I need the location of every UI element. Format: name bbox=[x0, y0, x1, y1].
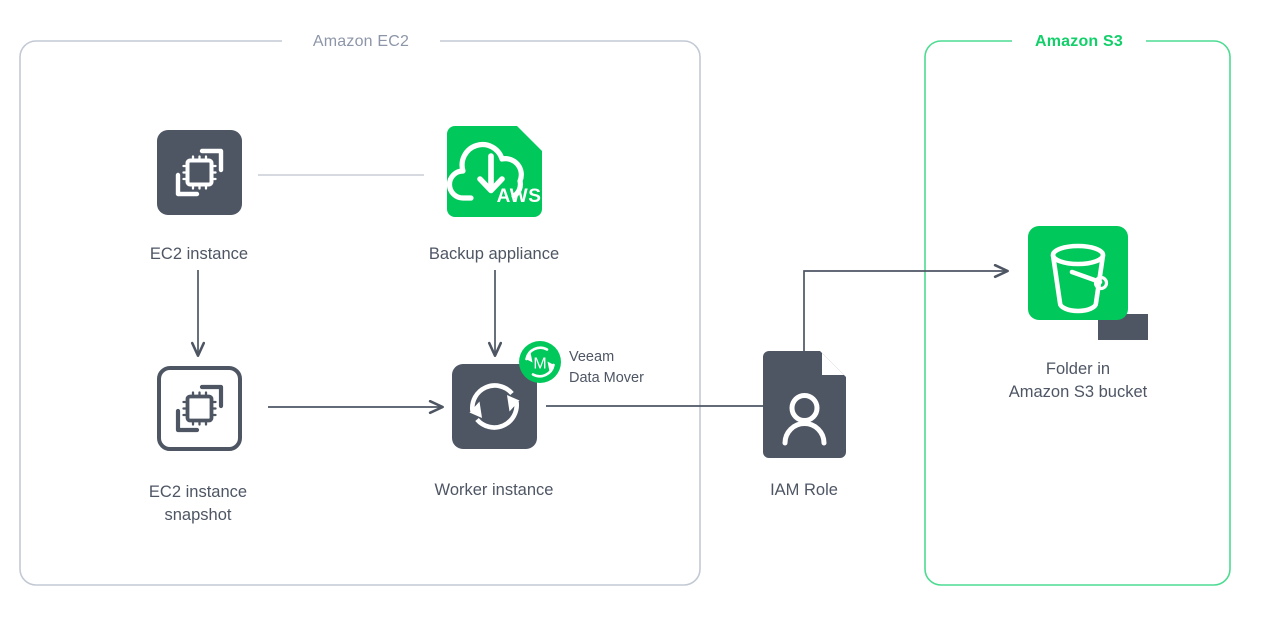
group-label-amazon-s3: Amazon S3 bbox=[1034, 33, 1124, 50]
node-label-s3-folder: Folder in Amazon S3 bucket bbox=[1008, 360, 1148, 401]
aws-backup-appliance-icon: AWS bbox=[446, 126, 542, 217]
svg-text:M: M bbox=[533, 356, 546, 373]
node-label-worker-instance: Worker instance bbox=[434, 481, 554, 499]
badge-label-veeam-data-mover: Veeam Data Mover bbox=[569, 349, 644, 386]
group-label-amazon-ec2: Amazon EC2 bbox=[312, 33, 410, 50]
svg-text:AWS: AWS bbox=[497, 186, 542, 207]
veeam-data-mover-badge: M bbox=[519, 341, 561, 383]
worker-instance-icon bbox=[452, 364, 537, 449]
ec2-instance-icon bbox=[157, 130, 242, 215]
connector-iam-role-to-s3-folder bbox=[803, 271, 1008, 352]
node-label-backup-appliance: Backup appliance bbox=[428, 245, 560, 263]
iam-role-icon bbox=[763, 351, 846, 458]
node-label-ec2-instance-snapshot: EC2 instance snapshot bbox=[148, 483, 248, 524]
group-frame-amazon-s3 bbox=[924, 40, 1231, 586]
node-label-ec2-instance: EC2 instance bbox=[149, 245, 249, 263]
ec2-snapshot-icon bbox=[157, 366, 242, 451]
node-label-iam-role: IAM Role bbox=[770, 481, 838, 499]
group-frame-amazon-ec2 bbox=[19, 40, 701, 586]
s3-bucket-folder-icon bbox=[1028, 226, 1148, 340]
